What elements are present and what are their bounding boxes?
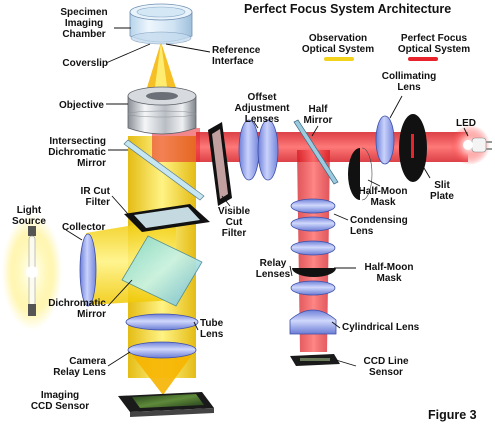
label-half-moon-mask-2: Half-Moon Mask bbox=[364, 262, 414, 284]
ir-cut-filter bbox=[124, 204, 210, 232]
tube-lens bbox=[125, 313, 199, 331]
label-intersecting-dichromatic-mirror: Intersecting Dichromatic Mirror bbox=[48, 136, 106, 169]
legend-observation-label: Observation Optical System bbox=[301, 33, 375, 55]
condensing-lens bbox=[290, 198, 336, 214]
relay-lens-1 bbox=[290, 240, 336, 256]
label-condensing-lens: Condensing Lens bbox=[350, 215, 408, 237]
legend-swatch-observation bbox=[324, 57, 354, 61]
label-relay-lenses: Relay Lenses bbox=[255, 258, 291, 280]
label-reference-interface: Reference Interface bbox=[212, 45, 261, 67]
specimen-imaging-chamber bbox=[129, 3, 193, 45]
cylindrical-lens bbox=[289, 309, 337, 335]
visible-cut-filter bbox=[208, 122, 232, 206]
camera-cone bbox=[132, 355, 192, 395]
offset-adjustment-lens-2 bbox=[257, 119, 279, 181]
label-coverslip: Coverslip bbox=[62, 58, 108, 69]
ccd-line-sensor bbox=[290, 354, 340, 366]
led-source bbox=[450, 125, 492, 165]
focus-beam-horizontal bbox=[196, 132, 468, 162]
label-collimating-lens: Collimating Lens bbox=[381, 71, 437, 93]
light-source-lamp bbox=[2, 214, 62, 330]
dichromatic-mirror bbox=[121, 235, 203, 307]
label-ir-cut-filter: IR Cut Filter bbox=[80, 186, 110, 208]
label-dichromatic-mirror: Dichromatic Mirror bbox=[48, 298, 106, 320]
intersecting-dichromatic-mirror bbox=[123, 139, 205, 201]
label-imaging-ccd-sensor: Imaging CCD Sensor bbox=[30, 390, 90, 412]
condensing-lens-2 bbox=[290, 216, 336, 232]
leader-lines bbox=[65, 27, 469, 367]
relay-lens-2 bbox=[290, 280, 336, 296]
half-moon-mask-1 bbox=[348, 148, 360, 200]
label-cylindrical-lens: Cylindrical Lens bbox=[342, 322, 420, 333]
label-visible-cut-filter: Visible Cut Filter bbox=[217, 206, 251, 239]
label-slit-plate: Slit Plate bbox=[430, 180, 454, 202]
collector-lens bbox=[79, 233, 97, 307]
imaging-ccd-sensor bbox=[118, 392, 214, 417]
half-mirror bbox=[293, 119, 339, 185]
offset-adjustment-lens-1 bbox=[238, 119, 260, 181]
figure-label: Figure 3 bbox=[428, 408, 477, 422]
label-led: LED bbox=[456, 118, 476, 129]
illumination-cone-core bbox=[154, 42, 168, 94]
label-camera-relay-lens: Camera Relay Lens bbox=[53, 356, 106, 378]
camera-relay-lens bbox=[127, 341, 197, 359]
label-ccd-line-sensor: CCD Line Sensor bbox=[363, 356, 409, 378]
legend-swatch-perfect-focus bbox=[408, 57, 438, 61]
label-half-mirror: Half Mirror bbox=[303, 104, 333, 126]
label-objective: Objective bbox=[58, 100, 104, 111]
legend-perfect-focus-label: Perfect Focus Optical System bbox=[397, 33, 471, 55]
label-half-moon-mask-1: Half-Moon Mask bbox=[358, 186, 408, 208]
label-offset-adjustment-lenses: Offset Adjustment Lenses bbox=[234, 92, 290, 125]
objective-lens bbox=[127, 86, 197, 135]
label-collector: Collector bbox=[62, 222, 106, 233]
diagram-title: Perfect Focus System Architecture bbox=[244, 2, 452, 16]
label-tube-lens: Tube Lens bbox=[200, 318, 224, 340]
label-light-source: Light Source bbox=[12, 205, 46, 227]
half-moon-mask-2 bbox=[292, 268, 336, 277]
slit-plate bbox=[399, 114, 427, 182]
collimating-lens bbox=[375, 115, 395, 165]
label-specimen-chamber: Specimen Imaging Chamber bbox=[60, 7, 108, 40]
